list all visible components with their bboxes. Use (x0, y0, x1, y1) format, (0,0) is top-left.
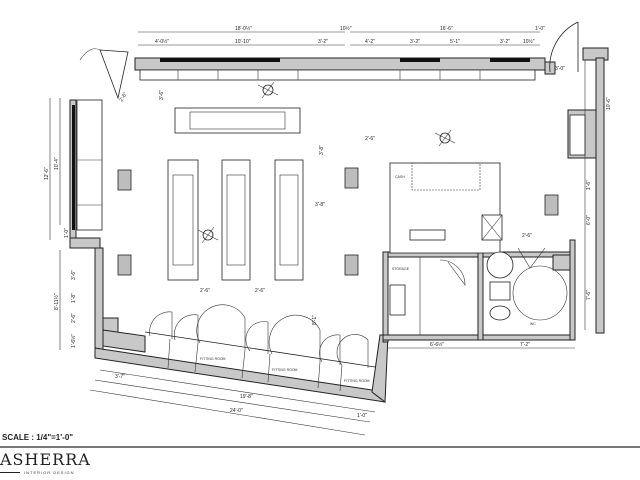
dimension-label: 2'-6" (365, 136, 375, 142)
dimension-label: 8'-11½" (53, 293, 60, 310)
dimension-label: 3'-6" (159, 90, 165, 100)
bathroom: WC (486, 247, 568, 326)
display-tables (167, 107, 304, 281)
west-wall (94, 247, 104, 354)
display-table (167, 159, 199, 281)
bath-wall (477, 251, 484, 341)
dimension-label: 10'-4" (54, 157, 60, 170)
window (400, 58, 440, 62)
dimension-label: 3'-2" (410, 39, 420, 45)
room-label: FITTING ROOM (200, 357, 226, 361)
dimension-label: 10'-6" (606, 97, 612, 110)
dimension-label: 6'-0" (586, 215, 592, 225)
columns (117, 167, 559, 276)
dimension-label: 3'-2" (500, 39, 510, 45)
entry-door[interactable] (79, 21, 579, 100)
dimension-label: 3'-8" (315, 202, 325, 208)
room-label: STORAGE (392, 267, 410, 271)
bath-wall (382, 251, 389, 343)
dimension-label: 24'-0" (230, 408, 243, 414)
dimension-label: 2'-6" (200, 288, 210, 294)
room-label: WC (530, 322, 536, 326)
window (160, 58, 280, 62)
window (490, 58, 530, 62)
dimension-label: 5'-1" (450, 39, 460, 45)
logo-rule (0, 472, 20, 473)
room-label: CASH (395, 175, 405, 179)
dimension-label: 1'-8" (71, 293, 77, 303)
person-figures (197, 81, 456, 244)
dimension-label: 7'-6" (586, 290, 592, 300)
divider (0, 446, 640, 448)
dimension-label: 1'-0" (535, 26, 545, 32)
dimension-label: 2'-6" (522, 233, 532, 239)
dimension-label: 10½" (523, 38, 535, 45)
dimension-lines (49, 31, 586, 436)
cash-counter: CASH (389, 162, 503, 254)
dimension-label: 10'-10" (235, 39, 251, 45)
dimension-label: 2'-6" (71, 313, 77, 323)
fitting-rooms: FITTING ROOM FITTING ROOM FITTING ROOM (144, 304, 376, 392)
dimension-label: 12'-6" (44, 167, 50, 180)
dimension-label: 6'-6½" (430, 341, 444, 348)
dimension-label: 18'-0½" (235, 25, 252, 32)
dimension-labels: 18'-0½" 4'-0½" 10'-10" 3'-2" 10½" 16'-6"… (44, 25, 612, 419)
dimension-label: 2'-6" (255, 288, 265, 294)
dimension-label: 7'-2" (520, 342, 530, 348)
display-table (274, 159, 304, 281)
dimension-label: 4'-2" (365, 39, 375, 45)
bath-wall (569, 239, 576, 341)
brand-logo: ASHERRA (0, 450, 91, 469)
wall-pier (371, 334, 389, 403)
dimension-label: 1'-6½" (70, 334, 77, 348)
room-label: FITTING ROOM (344, 379, 370, 383)
dimension-label: 3'-6" (71, 270, 77, 280)
brand-subtitle: INTERIOR DESIGN (24, 470, 75, 475)
room-label: FITTING ROOM (272, 368, 298, 372)
dimension-label: 1'-0" (357, 413, 367, 419)
wall-pier (69, 237, 101, 249)
display-table (221, 159, 251, 281)
dimension-label: 3'-0" (555, 66, 565, 72)
storage-room: STORAGE (389, 257, 466, 335)
dimension-label: 10½" (340, 25, 352, 32)
wall-shelving (76, 69, 586, 231)
wall-pier (552, 254, 571, 271)
dimension-label: 3'-8" (319, 145, 325, 155)
walls (69, 47, 609, 403)
dimension-label: 19'-8" (240, 394, 253, 400)
dimension-label: 2'-6" (119, 91, 129, 103)
east-wall (595, 57, 605, 334)
dimension-label: 3'-2" (318, 39, 328, 45)
dimension-label: 16'-6" (440, 26, 453, 32)
dimension-label: 3'-7" (115, 374, 125, 380)
wall-pier (102, 329, 146, 353)
dimension-label: 1'-0" (64, 228, 70, 238)
window (72, 105, 75, 230)
dimension-label: 4'-0½" (155, 38, 169, 45)
scale-note: SCALE : 1/4"=1'-0" (2, 433, 74, 442)
dimension-label: 1'-6" (586, 180, 592, 190)
dimension-label: 8'-1" (312, 315, 318, 325)
